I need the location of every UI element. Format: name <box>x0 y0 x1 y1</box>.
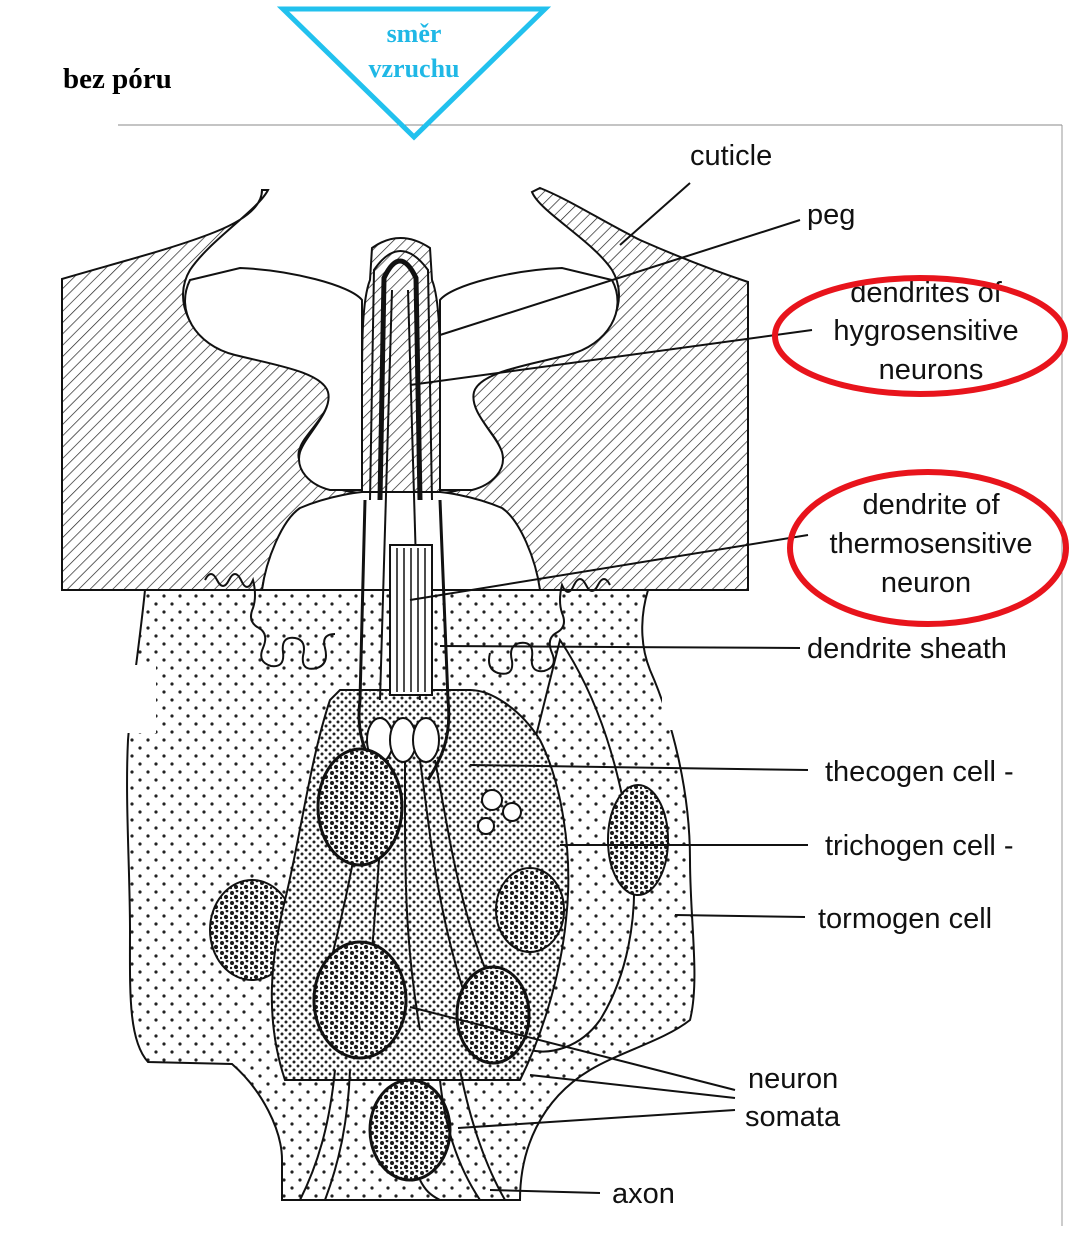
neuron-soma-4 <box>370 1080 450 1180</box>
label-somata-line2: somata <box>745 1101 841 1133</box>
vacuole-1 <box>482 790 502 810</box>
page-heading: bez póru <box>63 63 172 95</box>
label-thermo-line1: dendrite of <box>862 489 1000 521</box>
scan-mask-right <box>662 665 807 730</box>
neuron-soma-3 <box>314 942 406 1058</box>
neuron-soma-2 <box>457 967 529 1063</box>
label-peg: peg <box>807 199 855 231</box>
label-somata-line1: neuron <box>748 1063 838 1095</box>
scan-mask-left <box>38 665 156 733</box>
label-hygro-line2: hygrosensitive <box>833 315 1018 347</box>
leader-tormogen <box>675 915 805 917</box>
neuron-soma-1 <box>318 749 402 865</box>
label-tormogen: tormogen cell <box>818 903 992 935</box>
vacuole-2 <box>503 803 521 821</box>
label-thecogen: thecogen cell - <box>825 756 1014 788</box>
label-trichogen: trichogen cell - <box>825 830 1014 862</box>
label-dendrite-sheath: dendrite sheath <box>807 633 1007 665</box>
label-thermo-line3: neuron <box>881 567 971 599</box>
label-hygro-line3: neurons <box>879 354 984 386</box>
impulse-direction-marker: směr vzruchu <box>283 9 545 137</box>
direction-label-line1: směr <box>387 19 442 48</box>
direction-label-line2: vzruchu <box>369 54 460 83</box>
label-cuticle: cuticle <box>690 140 772 172</box>
vacuole-3 <box>478 818 494 834</box>
tormogen-nucleus <box>608 785 668 895</box>
label-thermo-line2: thermosensitive <box>829 528 1032 560</box>
scan-mask-top-left <box>70 126 118 186</box>
label-axon: axon <box>612 1178 675 1210</box>
trichogen-nucleus <box>496 868 564 952</box>
leader-cuticle <box>620 183 690 245</box>
